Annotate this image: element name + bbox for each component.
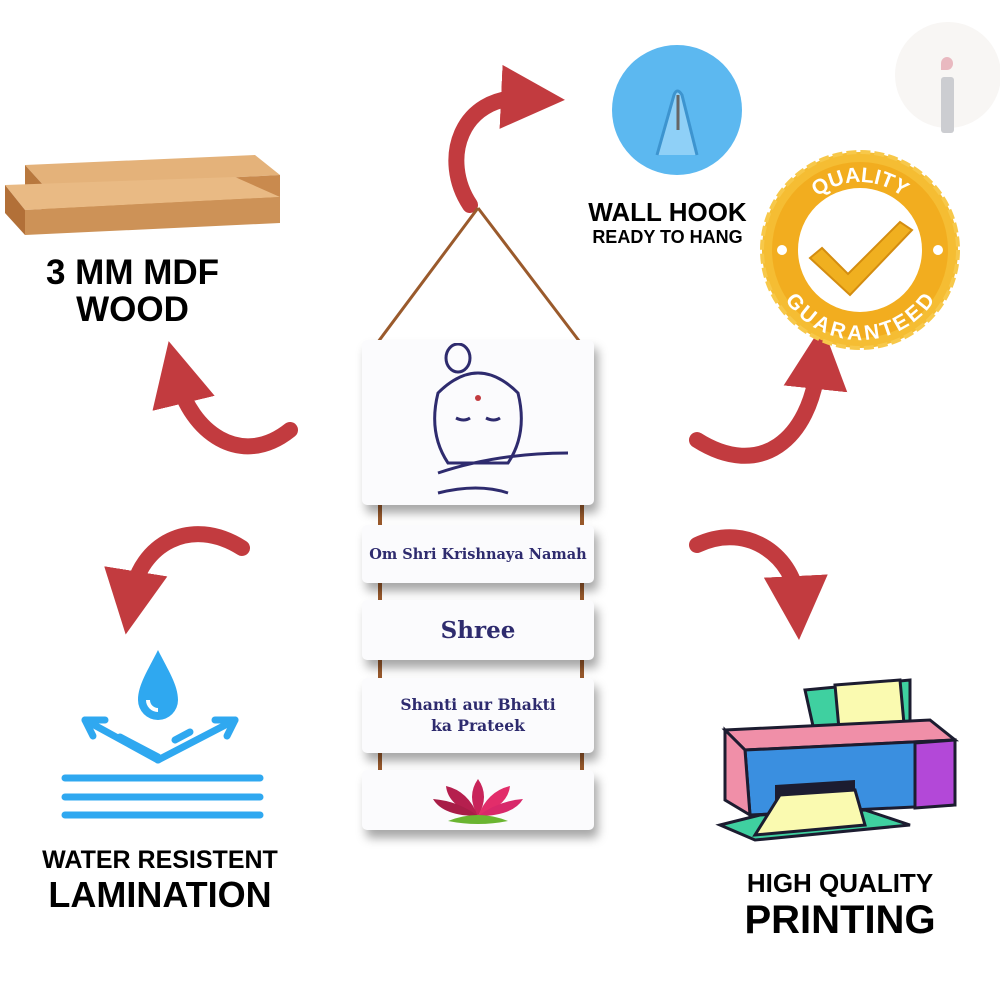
printing-label-line2: PRINTING [744,898,936,942]
wood-planks-icon [5,155,280,235]
lamination-label-line1: WATER RESISTENT [42,846,278,874]
panel-shree: Shree [362,600,594,660]
lamination-label: WATER RESISTENT LAMINATION [30,848,290,913]
panel-krishna-illustration [362,340,594,505]
panel-om-shri-text: Om Shri Krishnaya Namah [369,545,587,563]
panel-shree-text: Shree [440,616,516,644]
hook-label: WALL HOOK READY TO HANG [570,199,765,246]
printer-icon [715,678,960,842]
arrow-to-wood [152,341,298,455]
panel-shanti: Shanti aur Bhakti ka Prateek [362,678,594,753]
wall-hook-icon [612,45,742,175]
hook-label-line2: READY TO HANG [592,227,743,247]
wood-label-line1: 3 MM MDF [45,253,220,292]
printing-label: HIGH QUALITY PRINTING [720,870,960,940]
wood-label-line2: WOOD [76,290,189,329]
panel-om-shri: Om Shri Krishnaya Namah [362,525,594,583]
panel-lotus [362,770,594,830]
arrow-to-quality [689,325,848,464]
arrow-to-hook [448,64,565,213]
lamination-label-line2: LAMINATION [48,874,272,915]
quality-guaranteed-seal: QUALITY GUARANTEED [760,150,960,350]
arrow-to-lamination [104,526,250,635]
wood-label: 3 MM MDF WOOD [20,255,245,327]
printing-label-line1: HIGH QUALITY [746,868,934,898]
panel-shanti-line2: ka Prateek [431,715,525,735]
panel-shanti-line1: Shanti aur Bhakti [400,694,556,714]
krishna-flute-illustration [433,342,569,494]
water-resistant-icon [61,650,264,819]
brand-logo [895,22,1000,133]
lotus-icon [433,779,523,824]
hook-label-line1: WALL HOOK [588,197,747,227]
arrow-to-printing [689,529,828,640]
